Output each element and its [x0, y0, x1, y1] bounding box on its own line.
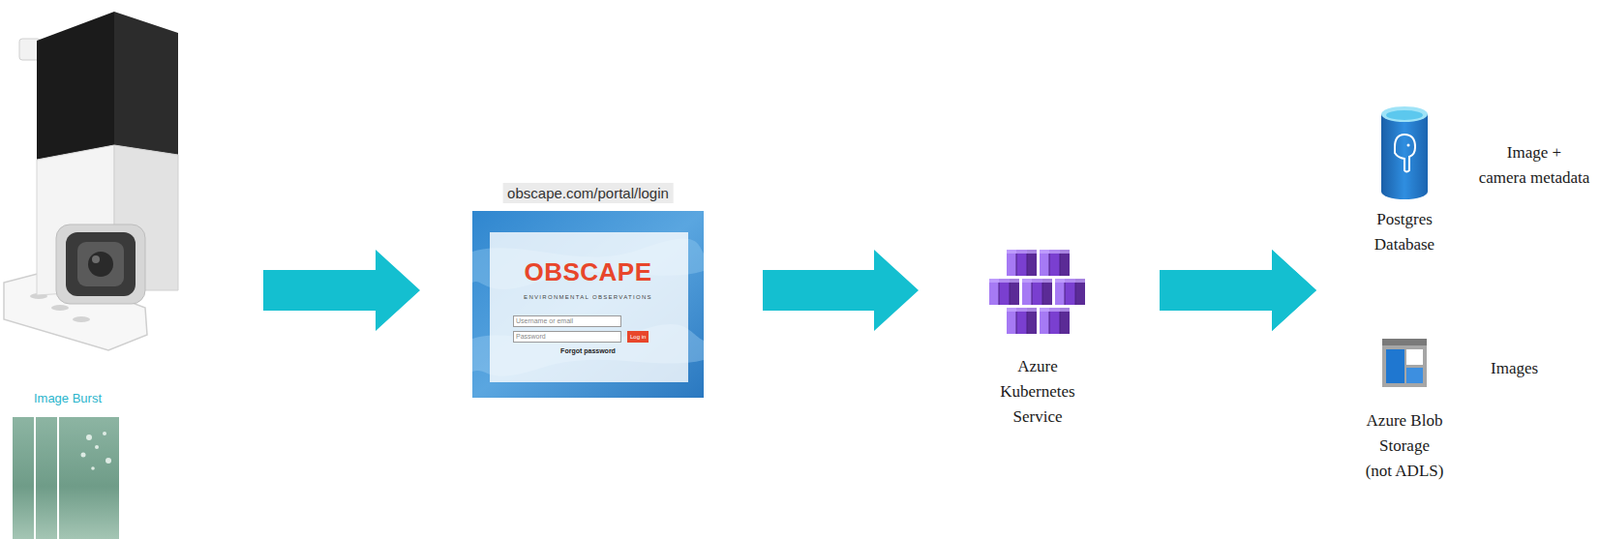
- postgres-icon: [1394, 134, 1416, 173]
- logo-text: OBSCAPE: [472, 257, 704, 287]
- flow-arrow: [762, 249, 919, 332]
- database-name: Postgres Database: [1356, 207, 1453, 258]
- image-burst-stack: [94, 445, 99, 450]
- image-burst-stack: [58, 416, 121, 539]
- login-screenshot: [472, 211, 704, 398]
- data-note: Images: [1490, 356, 1578, 382]
- login-screenshot: [489, 232, 689, 383]
- service-name: Azure Kubernetes Service: [981, 354, 1094, 430]
- camera-illustration: [3, 11, 179, 351]
- blob-storage-icon: [1406, 367, 1423, 384]
- blob-storage-icon: [1382, 338, 1427, 388]
- url-caption: obscape.com/portal/login: [502, 182, 674, 204]
- kubernetes-icon: [1022, 278, 1053, 305]
- blob-storage-icon: [1386, 349, 1405, 384]
- kubernetes-icon: [989, 249, 1086, 334]
- storage-name: Azure Blob Storage (not ADLS): [1356, 408, 1453, 484]
- image-burst-stack: [102, 431, 107, 436]
- kubernetes-icon: [989, 278, 1020, 305]
- kubernetes-icon: [1039, 307, 1070, 334]
- kubernetes-icon: [1006, 307, 1037, 334]
- illustration-caption: Image Burst: [0, 391, 136, 407]
- camera-illustration: [72, 316, 91, 323]
- input-field: Username or email: [513, 315, 622, 328]
- postgres-icon: [1407, 144, 1411, 148]
- image-burst-stack: [86, 434, 92, 441]
- kubernetes-icon: [1006, 249, 1037, 276]
- kubernetes-icon: [1055, 278, 1086, 305]
- camera-illustration: [65, 232, 136, 297]
- camera-illustration: [56, 224, 146, 304]
- image-burst-stack: [81, 452, 87, 458]
- blob-storage-icon: [1406, 349, 1423, 365]
- flow-arrow: [1159, 249, 1317, 332]
- postgres-icon: [1381, 114, 1428, 192]
- service-node: Azure Kubernetes Service: [981, 246, 1094, 436]
- postgres-icon: [1381, 106, 1428, 200]
- camera-node: Image Burst: [0, 0, 184, 539]
- blob-storage-icon: [1382, 338, 1427, 388]
- blob-storage-icon: [1382, 338, 1427, 346]
- camera-illustration: [77, 241, 124, 287]
- login-button: Log in: [627, 331, 649, 343]
- login-screenshot: [472, 211, 704, 398]
- camera-illustration: [36, 11, 115, 160]
- image-burst-stack: [11, 416, 121, 539]
- image-burst-stack: [90, 466, 95, 471]
- postgres-icon: [1386, 110, 1423, 121]
- input-field: Password: [513, 331, 622, 343]
- flow-arrow: [263, 249, 421, 332]
- camera-illustration: [51, 304, 69, 311]
- kubernetes-icon: [1039, 249, 1070, 276]
- camera-illustration: [88, 251, 114, 277]
- flow-arrow: [1159, 249, 1317, 332]
- link-text: Forgot password: [472, 346, 704, 357]
- camera-illustration: [91, 255, 100, 264]
- login-screenshot: obscape.com/portal/loginOBSCAPEENVIRONME…: [472, 211, 704, 398]
- image-burst-stack: [105, 457, 112, 464]
- data-note: Image + camera metadata: [1473, 140, 1596, 191]
- database-node: Postgres Database: [1356, 92, 1453, 264]
- storage-node: Azure Blob Storage (not ADLS): [1356, 332, 1453, 490]
- camera-illustration: [114, 11, 179, 155]
- postgres-icon: [1381, 106, 1428, 122]
- logo-tagline: ENVIRONMENTAL OBSERVATIONS: [472, 293, 704, 302]
